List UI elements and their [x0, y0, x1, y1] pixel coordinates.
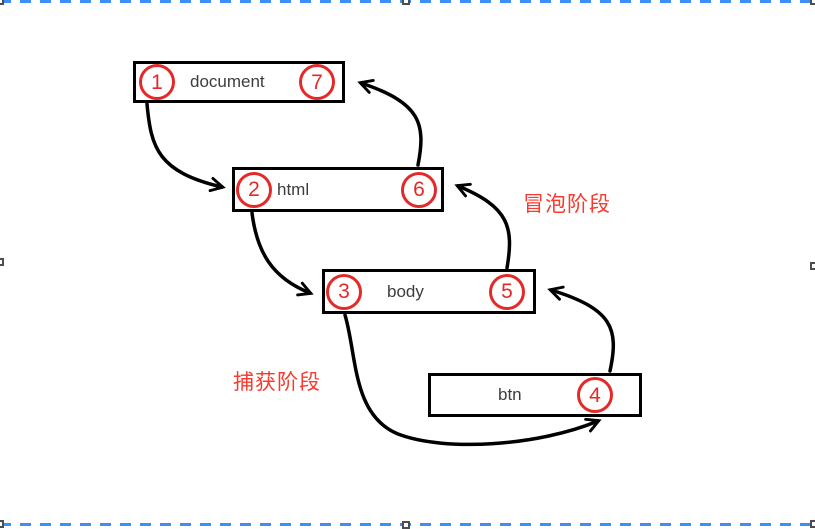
- resize-handle-top-center[interactable]: [402, 0, 410, 5]
- resize-handle-bottom-right[interactable]: [810, 520, 815, 528]
- capture-phase-label: 捕获阶段: [233, 371, 321, 394]
- step-circle-7: 7: [299, 64, 335, 100]
- resize-handle-bottom-center[interactable]: [402, 521, 410, 529]
- step-number-1: 1: [151, 70, 163, 94]
- node-label-btn: btn: [498, 385, 522, 404]
- node-document: 1 document 7: [133, 61, 345, 103]
- step-number-5: 5: [501, 280, 513, 303]
- capture-arrow-1-to-2: [145, 102, 226, 193]
- node-label-body: body: [387, 281, 424, 301]
- step-circle-4: 4: [577, 377, 613, 413]
- resize-handle-top-right[interactable]: [810, 0, 815, 5]
- step-circle-1: 1: [139, 64, 175, 100]
- step-number-2: 2: [248, 178, 260, 201]
- bubble-arrow-4-to-5: [547, 285, 616, 373]
- step-circle-3: 3: [326, 273, 362, 310]
- step-number-4: 4: [589, 383, 601, 407]
- capture-arrow-2-to-3: [250, 211, 314, 297]
- resize-handle-bottom-left[interactable]: [0, 520, 4, 528]
- bubble-arrow-5-to-6: [454, 182, 512, 270]
- step-number-7: 7: [311, 70, 323, 94]
- node-label-html: html: [277, 179, 310, 199]
- step-number-6: 6: [413, 178, 425, 201]
- bubble-phase-label: 冒泡阶段: [523, 193, 611, 216]
- bubble-arrow-6-to-7: [357, 79, 423, 167]
- step-circle-5: 5: [489, 273, 525, 310]
- node-label-document: document: [190, 72, 265, 91]
- node-html: 2 html 6: [232, 167, 444, 212]
- step-number-3: 3: [338, 280, 350, 303]
- resize-handle-mid-left[interactable]: [0, 258, 4, 266]
- node-body: 3 body 5: [322, 269, 536, 314]
- capture-arrow-3-to-4: [343, 313, 602, 447]
- step-circle-2: 2: [236, 171, 272, 208]
- resize-handle-top-left[interactable]: [0, 0, 4, 5]
- resize-handle-mid-right[interactable]: [810, 262, 815, 270]
- node-btn: btn 4: [428, 373, 642, 417]
- step-circle-6: 6: [401, 171, 437, 208]
